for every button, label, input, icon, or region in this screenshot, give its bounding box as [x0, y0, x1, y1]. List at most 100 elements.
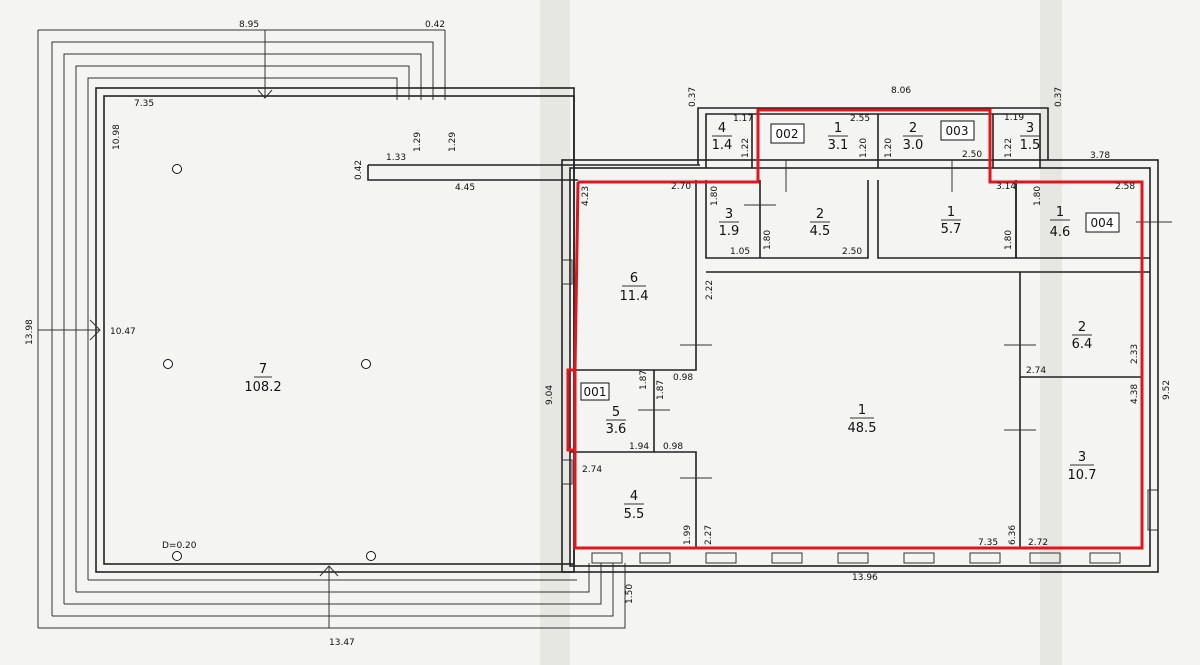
dimension-label: 0.98	[673, 373, 693, 383]
unit-label: 003	[946, 124, 969, 138]
dimension-label: 1.20	[859, 138, 869, 158]
column-marker	[163, 359, 173, 369]
dimension-label: 1.80	[1004, 230, 1014, 250]
dimension-label: 1.94	[629, 442, 649, 452]
room-number: 1	[834, 121, 842, 136]
dimension-label: 8.06	[891, 86, 911, 96]
dimension-label: 1.87	[639, 370, 649, 390]
dimension-label: 1.80	[1033, 186, 1043, 206]
dimension-label: 9.52	[1162, 380, 1172, 400]
dimension-label: 0.98	[663, 442, 683, 452]
dimension-label: 1.17	[733, 114, 753, 124]
dimension-label: 6.36	[1008, 525, 1018, 545]
highlighted-area	[566, 108, 1144, 550]
room-number: 6	[630, 271, 638, 286]
dimension-label: 10.98	[112, 124, 122, 150]
dimension-label: 1.99	[683, 525, 693, 545]
dimension-label: 13.96	[852, 573, 878, 583]
dimension-label: 2.50	[842, 247, 862, 257]
dimension-label: 2.50	[962, 150, 982, 160]
room-area: 3.6	[606, 422, 627, 437]
dimension-label: 2.55	[850, 114, 870, 124]
room-area: 5.7	[941, 222, 962, 237]
dimension-label: 2.74	[582, 465, 602, 475]
dimension-label: 4.23	[581, 186, 591, 206]
dimension-label: 1.22	[1004, 138, 1014, 158]
room-number: 1	[1056, 205, 1064, 220]
column-marker	[361, 359, 371, 369]
dimension-label: 8.95	[239, 20, 259, 30]
dimension-label: 4.38	[1130, 384, 1140, 404]
room-labels: 7 108.2 6 11.4 5 3.6 4 5.5 1 48.5 2 6.4 …	[244, 121, 1096, 522]
dimension-label: 3.14	[996, 182, 1016, 192]
dimension-label: 0.37	[688, 87, 698, 107]
unit-box	[770, 123, 805, 144]
dimension-label: 0.42	[425, 20, 445, 30]
dimension-label: 2.70	[671, 182, 691, 192]
dimension-label: 1.87	[656, 380, 666, 400]
dimension-label: 2.27	[704, 525, 714, 545]
dimension-label: 7.35	[978, 538, 998, 548]
column-marker	[172, 164, 182, 174]
dimension-labels: 8.95 0.42 7.35 10.98 1.29 1.29 1.33 0.42…	[25, 20, 1172, 648]
room-number: 1	[947, 205, 955, 220]
dimension-label: 2.74	[1026, 366, 1046, 376]
dimension-label: 2.22	[705, 280, 715, 300]
room-number: 7	[259, 362, 267, 377]
room-area: 108.2	[244, 380, 281, 395]
room-number: 3	[1078, 450, 1086, 465]
dimension-label: 1.80	[763, 230, 773, 250]
dimension-label: D=0.20	[162, 541, 197, 551]
building-walls	[561, 107, 1159, 573]
unit-box	[940, 120, 975, 141]
room-number: 2	[1078, 320, 1086, 335]
room-area: 48.5	[848, 421, 877, 436]
room-number: 3	[1026, 121, 1034, 136]
unit-label: 002	[776, 127, 799, 141]
unit-box	[1085, 212, 1120, 233]
unit-box	[580, 382, 610, 401]
unit-label: 001	[584, 385, 607, 399]
dimension-label: 2.58	[1115, 182, 1135, 192]
room-number: 4	[630, 489, 638, 504]
dimension-label: 4.45	[455, 183, 475, 193]
room-number: 1	[858, 403, 866, 418]
dimension-label: 1.29	[413, 132, 423, 152]
room-area: 4.6	[1050, 225, 1071, 240]
dimension-label: 13.98	[25, 319, 35, 345]
dimension-label: 1.50	[625, 584, 635, 604]
room-number: 2	[816, 207, 824, 222]
door-marks	[638, 160, 1172, 479]
room-area: 5.5	[624, 507, 645, 522]
windows	[561, 259, 1159, 564]
unit-label: 004	[1091, 216, 1114, 230]
paper-fold	[1040, 0, 1062, 665]
room-number: 5	[612, 405, 620, 420]
dimension-label: 1.05	[730, 247, 750, 257]
dimension-label: 1.80	[710, 186, 720, 206]
room-area: 11.4	[620, 289, 649, 304]
dimension-label: 0.42	[354, 160, 364, 180]
column-marker	[366, 551, 376, 561]
dimension-label: 9.04	[545, 385, 555, 405]
corridor-wall	[367, 165, 578, 181]
dimension-label: 1.19	[1004, 113, 1024, 123]
room-area: 3.1	[828, 138, 849, 153]
room-area: 4.5	[810, 224, 831, 239]
dimension-label: 0.37	[1054, 87, 1064, 107]
hall-outline	[37, 29, 626, 629]
dimension-label: 1.29	[448, 132, 458, 152]
dimension-label: 3.78	[1090, 151, 1110, 161]
dimension-label: 1.20	[884, 138, 894, 158]
room-area: 1.9	[719, 224, 740, 239]
room-area: 6.4	[1072, 337, 1093, 352]
room-area: 1.5	[1020, 138, 1041, 153]
room-area: 10.7	[1068, 468, 1097, 483]
dimension-label: 7.35	[134, 99, 154, 109]
dimension-label: 10.47	[110, 327, 136, 337]
dimension-label: 1.22	[741, 138, 751, 158]
dimension-label: 2.72	[1028, 538, 1048, 548]
room-number: 4	[718, 121, 726, 136]
room-area: 1.4	[712, 138, 733, 153]
